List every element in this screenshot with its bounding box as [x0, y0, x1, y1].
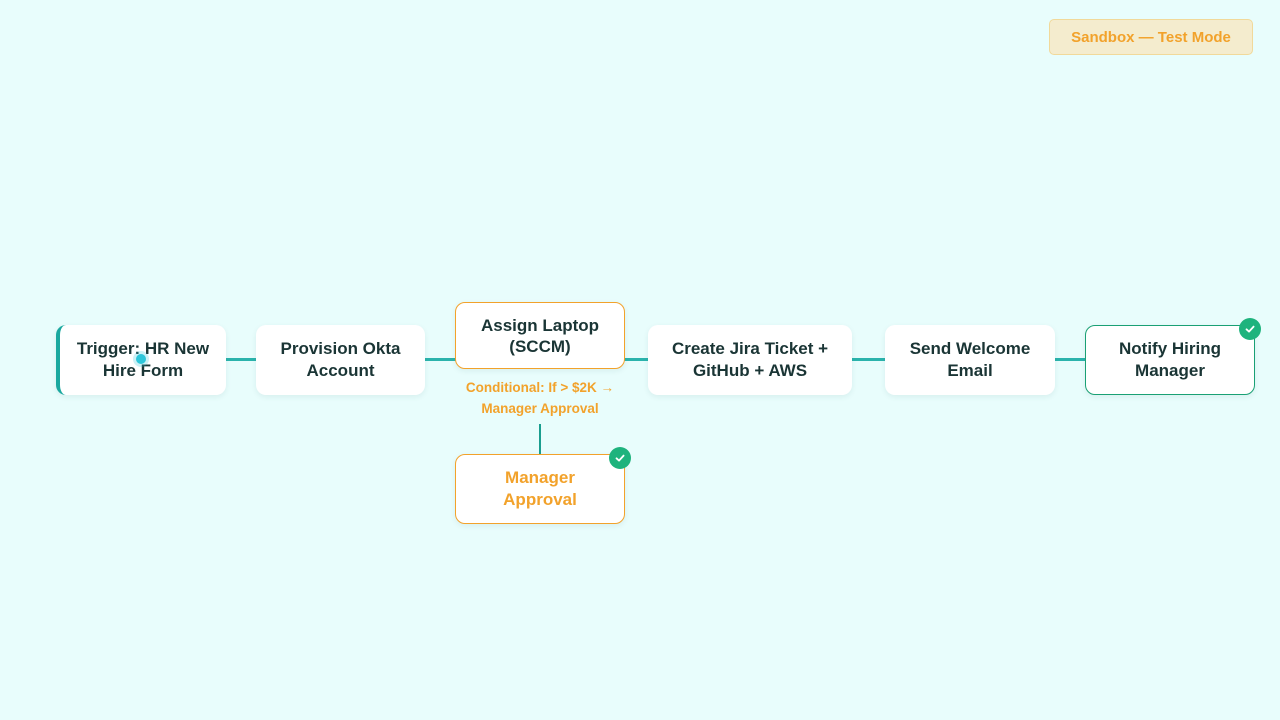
- connector-jira-email: [852, 358, 885, 361]
- connector-trigger-okta: [226, 358, 256, 361]
- check-icon: [609, 447, 631, 469]
- connector-condition-approval: [539, 424, 541, 454]
- workflow-node-trigger[interactable]: Trigger: HR New Hire Form: [56, 325, 226, 395]
- node-label: Trigger: HR New Hire Form: [76, 339, 210, 380]
- workflow-node-create-jira[interactable]: Create Jira Ticket + GitHub + AWS: [648, 325, 852, 395]
- workflow-node-send-welcome-email[interactable]: Send Welcome Email: [885, 325, 1055, 395]
- workflow-node-assign-laptop[interactable]: Assign Laptop (SCCM): [455, 302, 625, 369]
- connector-okta-laptop: [425, 358, 456, 361]
- connector-email-notify: [1055, 358, 1085, 361]
- node-label: Send Welcome Email: [909, 339, 1031, 380]
- conditional-branch-label: Conditional: If > $2K → Manager Approval: [465, 380, 615, 416]
- node-label: Provision Okta Account: [280, 339, 401, 380]
- workflow-node-manager-approval[interactable]: Manager Approval: [455, 454, 625, 524]
- workflow-node-provision-okta[interactable]: Provision Okta Account: [256, 325, 425, 395]
- cursor-indicator: [136, 354, 146, 364]
- node-label: Create Jira Ticket + GitHub + AWS: [671, 339, 829, 380]
- node-label: Notify Hiring Manager: [1119, 339, 1221, 380]
- connector-laptop-jira: [624, 358, 648, 361]
- node-label: Assign Laptop (SCCM): [480, 315, 600, 356]
- node-label: Manager Approval: [503, 468, 577, 509]
- workflow-node-notify-hiring-manager[interactable]: Notify Hiring Manager: [1085, 325, 1255, 395]
- sandbox-mode-badge: Sandbox — Test Mode: [1049, 19, 1253, 55]
- check-icon: [1239, 318, 1261, 340]
